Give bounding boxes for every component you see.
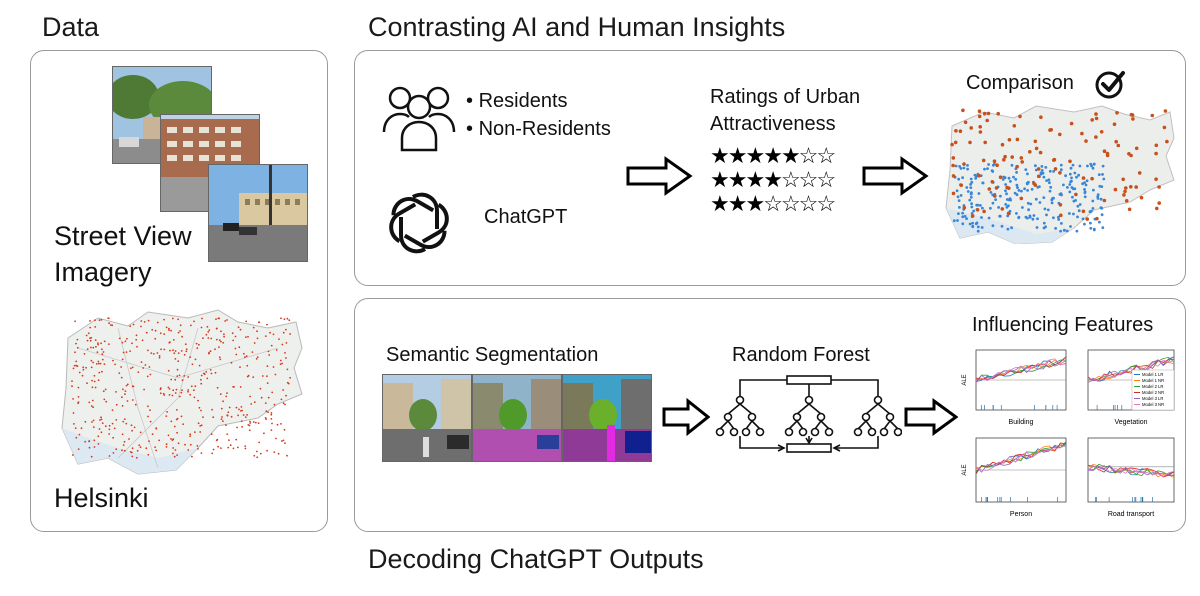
star-filled-icon: ★ [710,191,730,216]
comparison-map [944,104,1176,244]
checkmark-icon [1094,68,1126,100]
data-heading: Data [42,12,100,42]
chatgpt-logo-icon [384,188,454,258]
star-empty-icon: ☆ [798,191,819,216]
arrow-icon [662,398,710,436]
rating-row-2: ★★★★☆☆☆ [710,167,836,192]
star-empty-icon: ☆ [780,191,801,216]
ale-xlabel: Person [1010,511,1032,518]
star-filled-icon: ★ [763,143,783,168]
star-filled-icon: ★ [745,167,765,192]
comparison-label: Comparison [966,72,1074,94]
people-icon [380,80,458,152]
group-non-residents-label: Non-Residents [478,118,611,140]
rating-row-3: ★★★☆☆☆☆ [710,191,836,216]
star-filled-icon: ★ [727,143,748,168]
star-empty-icon: ☆ [780,167,801,192]
street-view-photo-3 [208,164,308,262]
star-filled-icon: ★ [745,143,765,168]
segmentation-photo-overlay [472,374,562,462]
star-filled-icon: ★ [710,167,730,192]
segmentation-photo-mask [562,374,652,462]
helsinki-map [58,308,306,478]
bullet: • [466,118,474,140]
bullet: • [466,90,474,112]
ale-xlabel: Vegetation [1114,419,1147,426]
ale-legend-entry: Model 3 NR [1142,402,1164,407]
ale-legend-entry: Model 1 NR [1142,378,1164,383]
ale-legend-entry: Model 1 LR [1142,372,1163,377]
features-label: Influencing Features [972,314,1154,336]
segmentation-photo-original [382,374,472,462]
star-empty-icon: ☆ [763,191,783,216]
star-empty-icon: ☆ [798,143,819,168]
group-non-residents: • Non-Residents [466,118,611,141]
ale-plot-building: Building ALE [960,344,1070,428]
star-filled-icon: ★ [727,167,748,192]
star-empty-icon: ☆ [816,167,836,192]
group-residents-label: Residents [478,90,568,112]
street-view-label: Street View Imagery [54,221,192,287]
contrasting-heading: Contrasting AI and Human Insights [368,12,786,42]
ale-xlabel: Road transport [1108,511,1154,518]
star-filled-icon: ★ [780,143,801,168]
city-label: Helsinki [54,483,149,513]
star-filled-icon: ★ [710,143,730,168]
ale-ylabel: ALE [962,464,968,475]
star-filled-icon: ★ [727,191,748,216]
segmentation-label: Semantic Segmentation [386,344,599,366]
forest-label: Random Forest [732,344,870,366]
star-empty-icon: ☆ [798,167,819,192]
ale-plot-road-transport: Road transport [1072,432,1178,520]
star-empty-icon: ☆ [816,143,836,168]
random-forest-icon [712,374,902,458]
ale-xlabel: Building [1009,419,1034,426]
rating-row-1: ★★★★★☆☆ [710,143,836,168]
ratings-title: Ratings of Urban Attractiveness [710,86,861,135]
ale-ylabel: ALE [962,374,968,385]
arrow-icon [904,398,958,436]
ale-plot-person: Person ALE [960,432,1070,520]
arrow-icon [626,156,694,196]
chatgpt-label: ChatGPT [484,206,568,228]
star-filled-icon: ★ [763,167,783,192]
group-residents: • Residents [466,90,568,113]
ale-legend-entry: Model 2 LR [1142,384,1163,389]
decoding-heading: Decoding ChatGPT Outputs [368,544,704,574]
ale-legend-entry: Model 3 LR [1142,396,1163,401]
arrow-icon [862,156,930,196]
star-filled-icon: ★ [745,191,765,216]
ale-legend-entry: Model 2 NR [1142,390,1164,395]
star-empty-icon: ☆ [816,191,836,216]
